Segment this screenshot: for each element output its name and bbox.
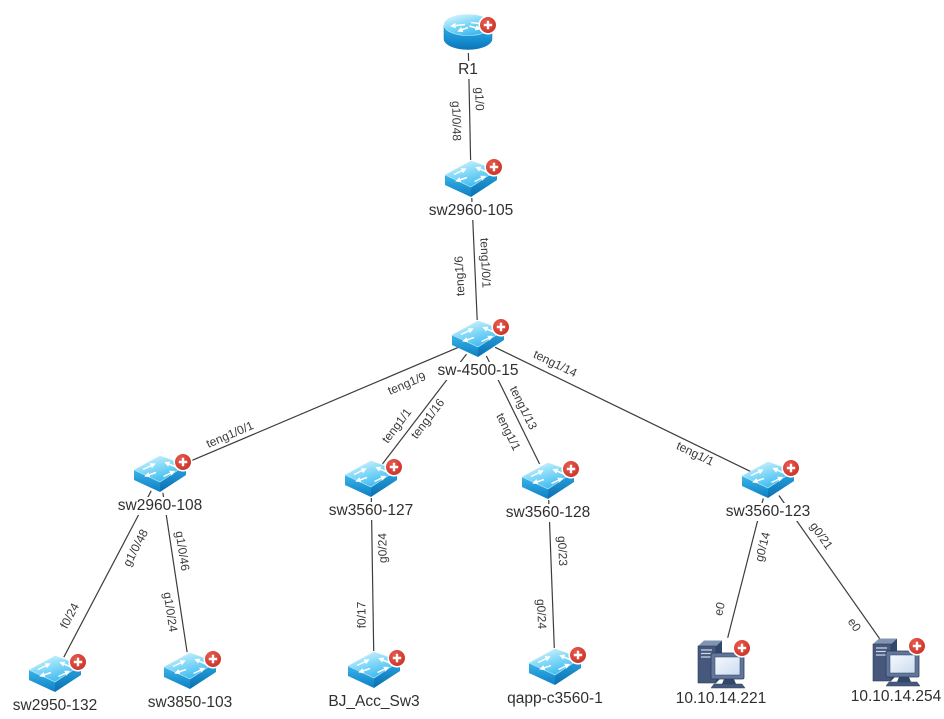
plus-badge[interactable]: [780, 457, 802, 479]
node-label: qapp-c3560-1: [504, 690, 606, 708]
node-label: BJ_Acc_Sw3: [325, 693, 423, 711]
port-label: teng1/0/1: [477, 238, 494, 289]
node-label: sw-4500-15: [434, 362, 522, 380]
plus-badge[interactable]: [906, 635, 928, 657]
port-label: f0/17: [354, 601, 369, 629]
plus-badge[interactable]: [67, 651, 89, 673]
plus-badge[interactable]: [172, 451, 194, 473]
plus-badge[interactable]: [567, 644, 589, 666]
node-label: sw2960-108: [114, 497, 206, 515]
port-label: g1/0/48: [448, 100, 464, 141]
node-label: sw3560-127: [325, 502, 417, 520]
port-label: teng1/6: [451, 255, 468, 297]
plus-badge[interactable]: [477, 14, 499, 36]
node-label: sw3560-128: [502, 504, 594, 522]
node-label: R1: [455, 61, 481, 79]
node-label: 10.10.14.221: [672, 690, 770, 708]
plus-badge[interactable]: [383, 456, 405, 478]
port-label: g1/0: [472, 87, 488, 112]
plus-badge[interactable]: [731, 637, 753, 659]
port-label: e0: [710, 600, 728, 617]
node-label: sw3850-103: [144, 694, 236, 712]
link-sw3560-123-host-221[interactable]: [727, 498, 764, 638]
link-sw2960-108-sw2950-132[interactable]: [63, 490, 152, 658]
link-sw2960-108-sw3850-103[interactable]: [162, 492, 188, 653]
node-label: 10.10.14.254: [847, 688, 944, 706]
node-label: sw3560-123: [722, 503, 814, 521]
node-label: sw2950-132: [9, 697, 101, 715]
link-sw3560-127-bj-acc-sw3[interactable]: [370, 497, 375, 652]
plus-badge[interactable]: [490, 316, 512, 338]
node-label: sw2960-105: [425, 202, 517, 220]
port-label: g0/24: [533, 598, 550, 629]
plus-badge[interactable]: [560, 458, 582, 480]
plus-badge[interactable]: [483, 156, 505, 178]
link-sw-4500-15-sw3560-123[interactable]: [494, 346, 752, 473]
link-sw3560-128-qapp-c3560-1[interactable]: [548, 499, 555, 649]
link-sw-4500-15-sw2960-108[interactable]: [177, 345, 461, 468]
plus-badge[interactable]: [386, 647, 408, 669]
plus-badge[interactable]: [202, 648, 224, 670]
port-label: g0/24: [375, 532, 390, 563]
port-label: g0/23: [554, 536, 570, 567]
